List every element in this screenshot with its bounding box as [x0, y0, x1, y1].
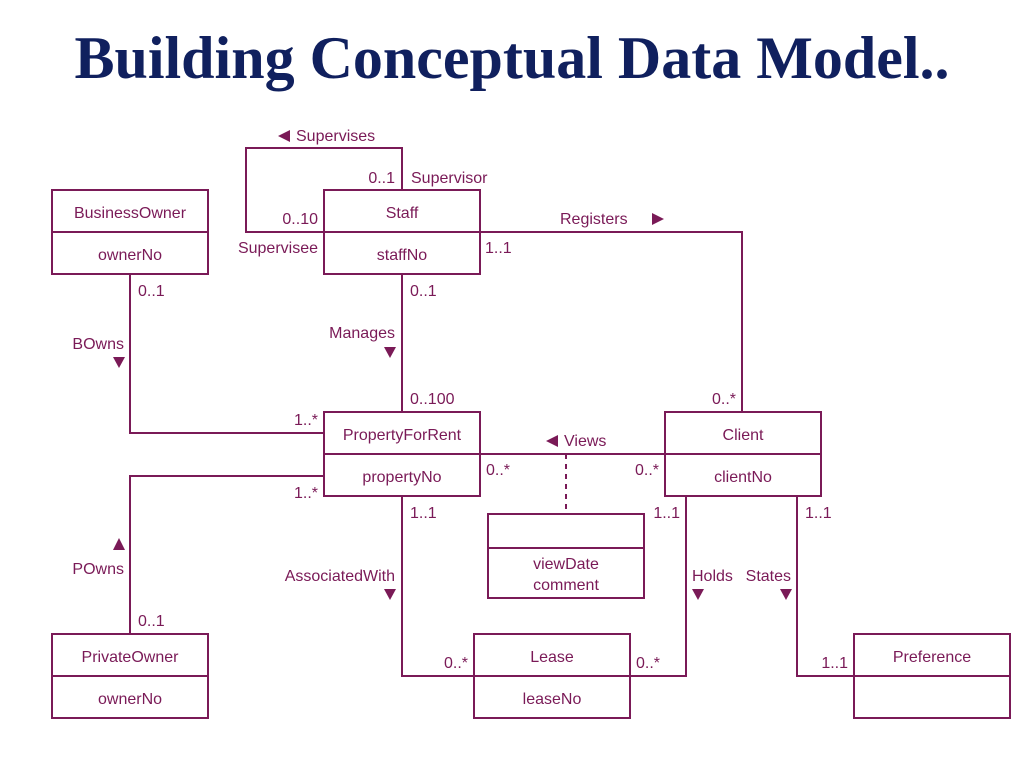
entity-attribute: ownerNo [98, 691, 162, 708]
multiplicity-label: 0..* [712, 391, 736, 408]
role-label: Supervisor [411, 170, 488, 187]
entity-attribute: comment [533, 577, 599, 594]
powns-line [129, 475, 324, 634]
entity-attribute: staffNo [377, 247, 428, 264]
entity-staff: Staff staffNo [323, 189, 481, 275]
entity-name: PropertyForRent [343, 427, 462, 444]
entity-private-owner: PrivateOwner ownerNo [51, 633, 209, 719]
entity-preference: Preference [853, 633, 1011, 719]
down-triangle-icon [692, 589, 704, 600]
relationship-label: States [746, 568, 791, 585]
relationship-label: Manages [329, 325, 395, 342]
down-triangle-icon [384, 589, 396, 600]
holds-line [630, 496, 687, 677]
down-triangle-icon [384, 347, 396, 358]
entity-attribute: viewDate [533, 556, 599, 573]
multiplicity-label: 0..1 [368, 170, 395, 187]
multiplicity-label: 0..* [444, 655, 468, 672]
connectors [129, 147, 854, 677]
relationship-label: Registers [560, 211, 628, 228]
right-triangle-icon [652, 213, 664, 225]
entity-client: Client clientNo [664, 411, 822, 497]
entity-property-for-rent: PropertyForRent propertyNo [323, 411, 481, 497]
entity-name: Staff [386, 205, 419, 222]
relationship-label: BOwns [72, 336, 124, 353]
entity-name: PrivateOwner [82, 649, 180, 666]
association-class-views: viewDate comment [487, 513, 645, 599]
entity-business-owner: BusinessOwner ownerNo [51, 189, 209, 275]
relationship-supervises: Supervises 0..1 Supervisor 0..10 Supervi… [238, 128, 488, 257]
bowns-line [129, 274, 324, 434]
multiplicity-label: 0..10 [282, 211, 318, 228]
entity-attribute: propertyNo [362, 469, 441, 486]
relationship-states: 1..1 States 1..1 [746, 505, 848, 672]
multiplicity-label: 0..* [635, 462, 659, 479]
role-label: Supervisee [238, 240, 318, 257]
left-triangle-icon [546, 435, 558, 447]
slide-title: Building Conceptual Data Model.. [74, 25, 950, 91]
relationship-powns: 1..* POwns 0..1 [72, 485, 318, 630]
multiplicity-label: 0..100 [410, 391, 455, 408]
relationship-bowns: 0..1 BOwns 1..* [72, 283, 318, 429]
entity-name: BusinessOwner [74, 205, 187, 222]
entity-name: Preference [893, 649, 971, 666]
states-line [796, 496, 854, 677]
entity-name: Lease [530, 649, 574, 666]
multiplicity-label: 0..* [636, 655, 660, 672]
entity-lease: Lease leaseNo [473, 633, 631, 719]
relationship-label: Views [564, 433, 606, 450]
relationship-views: Views 0..* 0..* [486, 433, 659, 479]
multiplicity-label: 1..1 [410, 505, 437, 522]
relationship-associated-with: 1..1 AssociatedWith 0..* [285, 505, 468, 672]
entity-attribute: ownerNo [98, 247, 162, 264]
entity-attribute: clientNo [714, 469, 772, 486]
multiplicity-label: 1..1 [485, 240, 512, 257]
multiplicity-label: 0..* [486, 462, 510, 479]
multiplicity-label: 1..1 [653, 505, 680, 522]
up-triangle-icon [113, 538, 125, 550]
multiplicity-label: 0..1 [138, 283, 165, 300]
multiplicity-label: 1..1 [821, 655, 848, 672]
relationship-manages: 0..1 Manages 0..100 [329, 283, 454, 408]
registers-line [480, 231, 743, 412]
relationship-label: POwns [72, 561, 124, 578]
multiplicity-label: 1..* [294, 485, 318, 502]
entity-name: Client [723, 427, 764, 444]
relationship-holds: 1..1 Holds 0..* [636, 505, 733, 672]
relationship-label: Holds [692, 568, 733, 585]
relationship-registers: Registers 1..1 0..* [485, 211, 736, 408]
relationship-label: Supervises [296, 128, 375, 145]
multiplicity-label: 0..1 [138, 613, 165, 630]
associated-with-line [401, 496, 474, 677]
down-triangle-icon [113, 357, 125, 368]
multiplicity-label: 0..1 [410, 283, 437, 300]
multiplicity-label: 1..1 [805, 505, 832, 522]
left-triangle-icon [278, 130, 290, 142]
supervises-line [245, 147, 403, 233]
down-triangle-icon [780, 589, 792, 600]
entity-attribute: leaseNo [523, 691, 582, 708]
multiplicity-label: 1..* [294, 412, 318, 429]
relationship-label: AssociatedWith [285, 568, 395, 585]
